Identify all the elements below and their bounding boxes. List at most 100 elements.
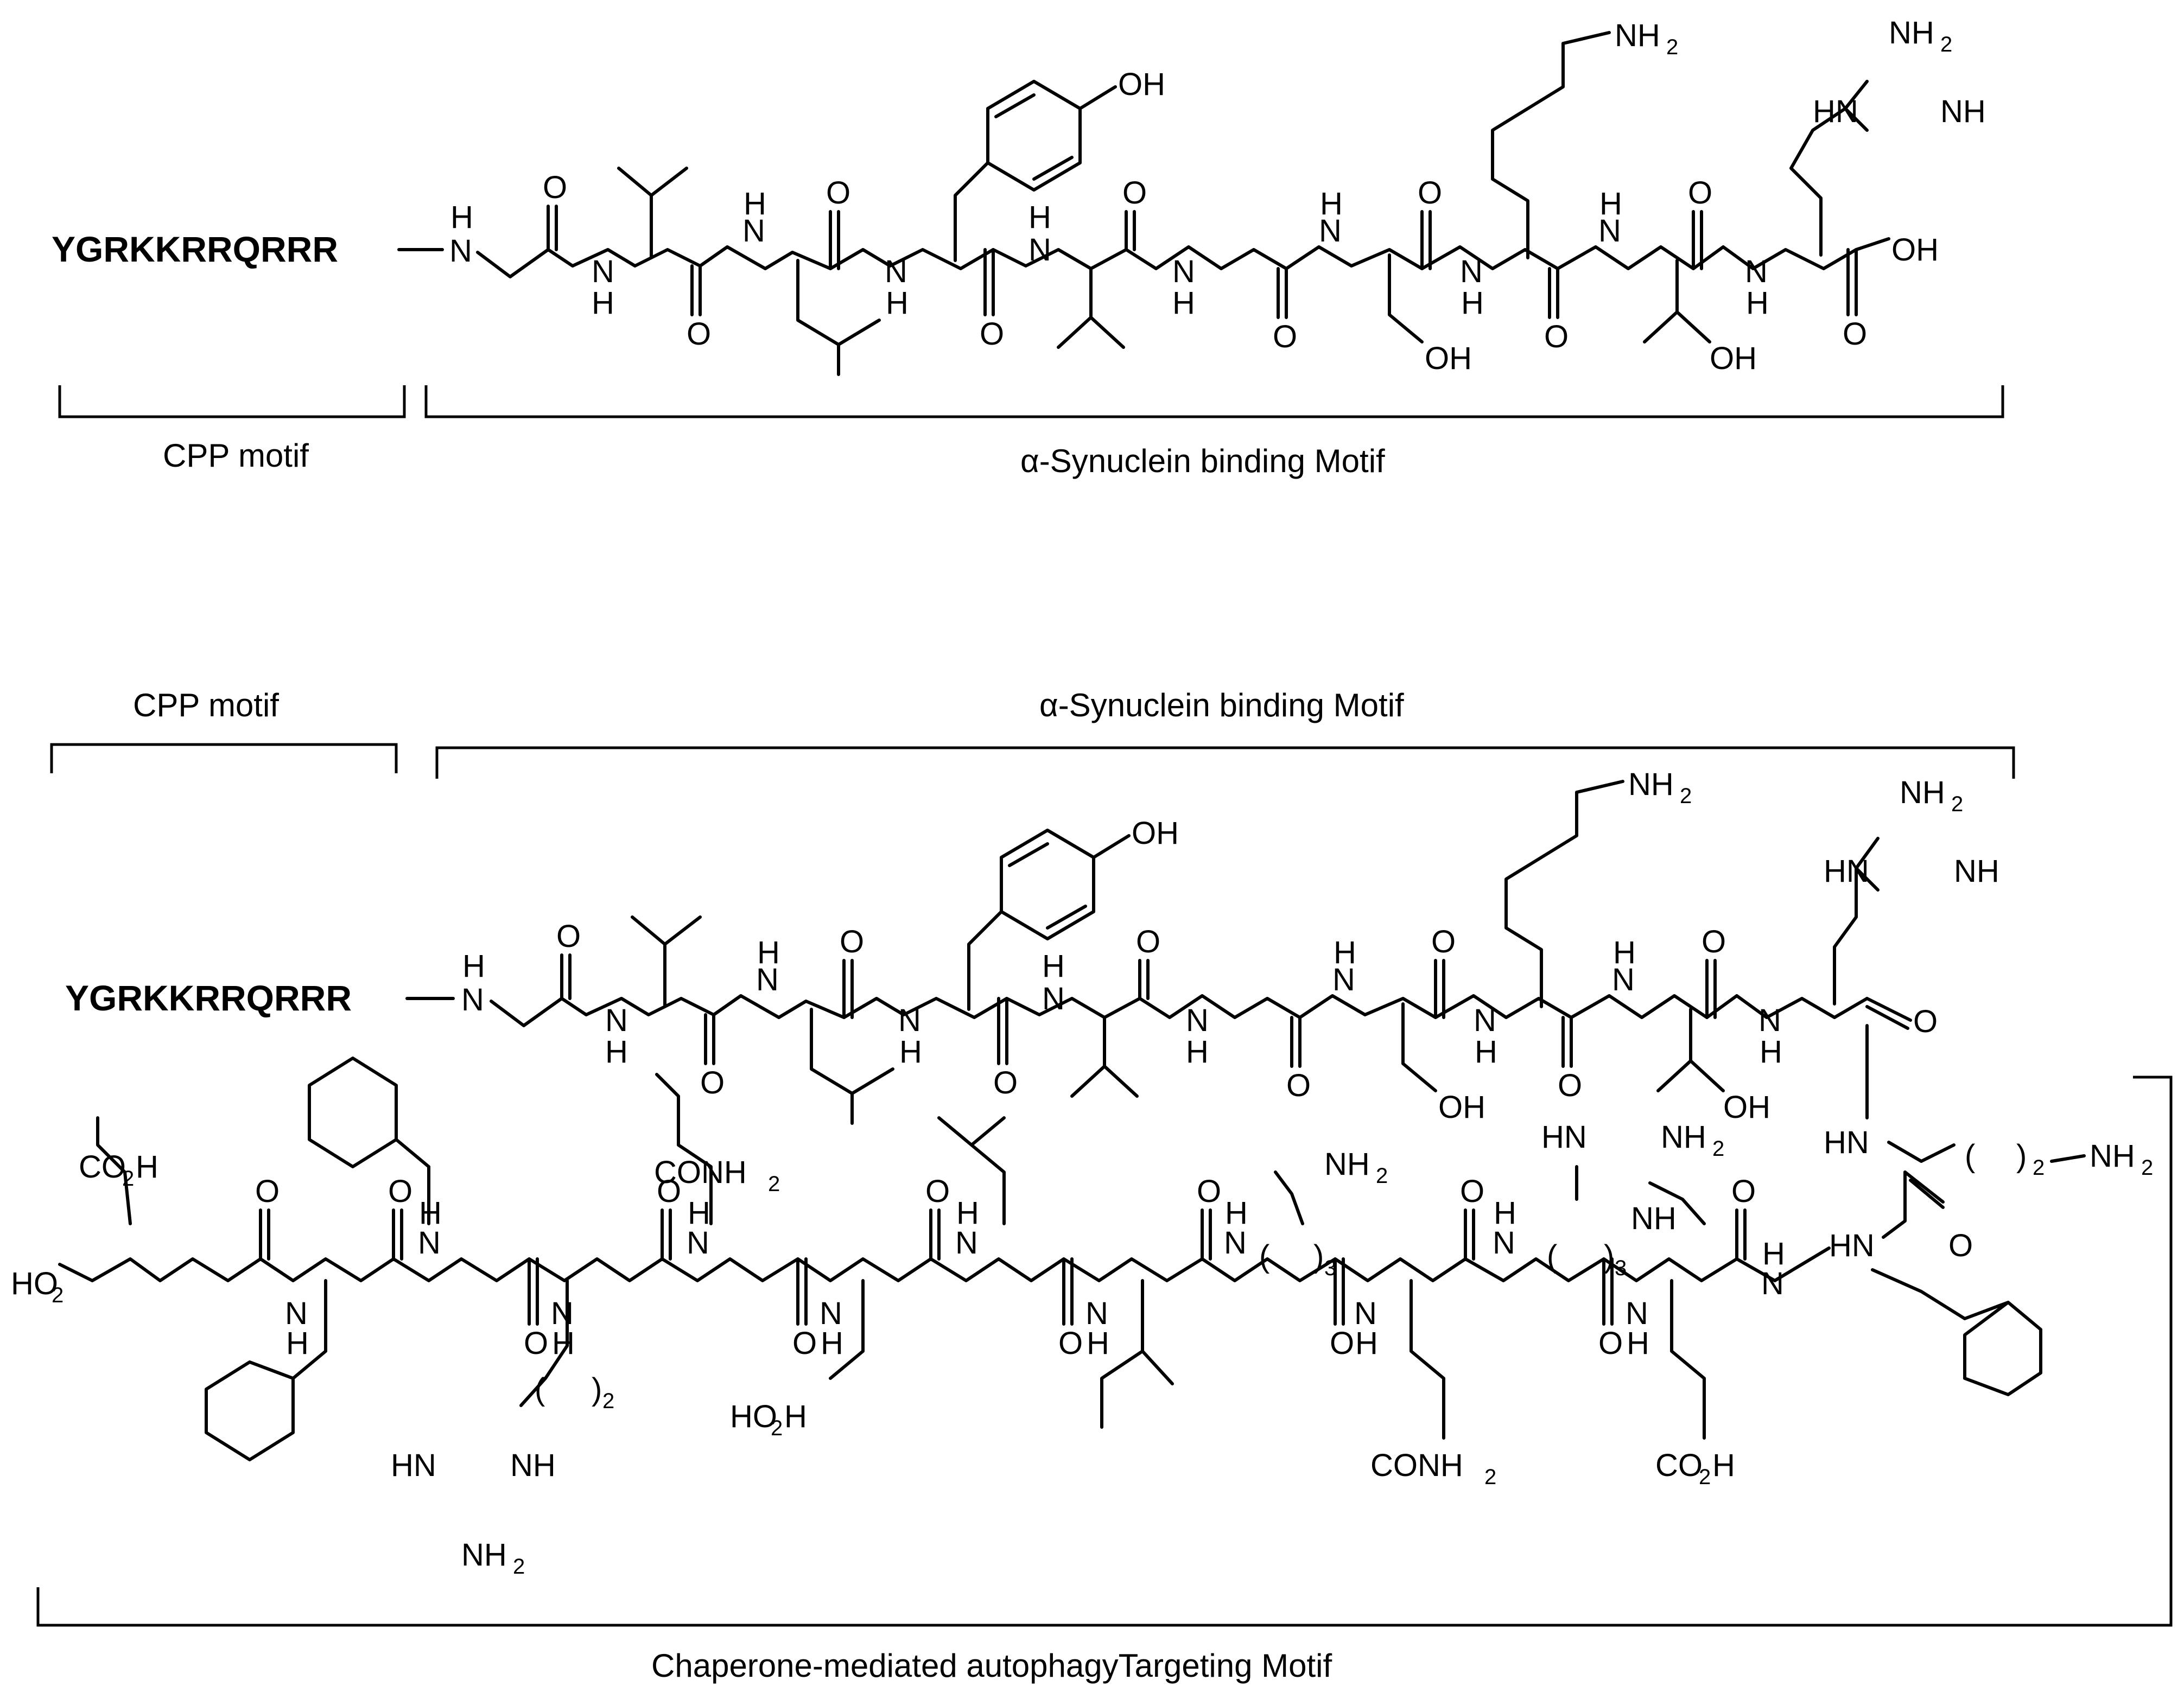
l-n-5: N — [1224, 1225, 1247, 1261]
b-h-8: H — [1613, 935, 1636, 970]
l-n-2: N — [1626, 1296, 1648, 1331]
l-h-3: H — [1494, 1195, 1516, 1231]
l-n-3: N — [1493, 1225, 1515, 1261]
top-tyr-oh: OH — [1118, 67, 1165, 102]
top-n-6: N — [1319, 213, 1342, 249]
bottom-peptide: YGRKKRRQRRR N H O O O O O O O O O O N H … — [11, 767, 2153, 1579]
top-n-5: N — [1172, 254, 1195, 289]
l-lys-nh2-sub: 2 — [1376, 1164, 1388, 1188]
top-o-4: O — [980, 316, 1004, 352]
b-arg-nh: NH — [1954, 854, 1999, 889]
top-backbone — [476, 245, 1858, 278]
top-ser-oh: OH — [1425, 341, 1472, 376]
b-lys2-paren-close: ) — [2016, 1138, 2027, 1174]
l-o-6: O — [1058, 1326, 1083, 1361]
b-phe2-hn: HN — [1829, 1228, 1875, 1263]
top-lys-nh2-sub: 2 — [1666, 35, 1678, 59]
l-gln2-conh2: CONH — [654, 1155, 747, 1190]
bottom-cpp-caption: CPP motif — [133, 687, 279, 723]
l-asp-ho2c: HO — [730, 1399, 777, 1434]
l-o-9: O — [657, 1174, 681, 1209]
bottom-nh-h: H — [462, 949, 485, 984]
bottom-lower-oxygens: O O O O O O O O O O O O — [255, 1174, 1756, 1361]
b-o-8: O — [1558, 1068, 1582, 1103]
l-h-12: H — [286, 1326, 309, 1361]
top-h-4: H — [1028, 200, 1051, 235]
top-lys-nh2: NH — [1615, 18, 1660, 53]
bottom-backbone-lower — [91, 1246, 1831, 1282]
top-o-7: O — [1418, 175, 1442, 211]
top-h-5: H — [1172, 285, 1195, 321]
b-lys2-sub: 2 — [2033, 1156, 2045, 1180]
l-arg2-nh: NH — [510, 1448, 556, 1483]
l-arg-nh: NH — [1631, 1201, 1677, 1236]
l-n-12: N — [285, 1296, 308, 1331]
l-glu2-co2h-h: H — [136, 1149, 158, 1185]
l-lys-paren-open: ( — [1259, 1239, 1269, 1274]
b-arg-nh2: NH — [1900, 775, 1945, 810]
top-terminal-oh: OH — [1891, 232, 1939, 268]
b-n-7: N — [1474, 1003, 1496, 1038]
top-nh-h: H — [450, 200, 473, 235]
top-amide-nitrogens: N H N H N H N H N H N H N H N H N H — [592, 186, 1769, 321]
bottom-backbone-upper — [490, 994, 1869, 1027]
b-n-9: N — [1758, 1003, 1781, 1038]
l-lys-paren-close: ) — [1313, 1239, 1324, 1274]
b-n-2: N — [756, 962, 779, 997]
l-o-2: O — [1598, 1326, 1623, 1361]
top-nh-n: N — [449, 233, 472, 269]
l-o-1: O — [1731, 1174, 1756, 1209]
bottom-cma-bracket — [36, 1076, 2173, 1627]
l-h-1: H — [1762, 1236, 1785, 1271]
top-o-6: O — [1273, 319, 1297, 354]
top-arg-nh: NH — [1940, 94, 1986, 129]
top-o-9: O — [1688, 175, 1712, 211]
l-o-10: O — [524, 1326, 548, 1361]
top-n-9: N — [1745, 254, 1768, 289]
l-arg2-paren-open: ( — [535, 1372, 545, 1407]
b-o-4: O — [993, 1065, 1018, 1100]
l-o-7: O — [925, 1174, 950, 1209]
top-syn-bracket — [424, 385, 2004, 418]
b-h-3: H — [899, 1034, 922, 1070]
b-lys2-paren-open: ( — [1965, 1138, 1975, 1174]
l-n-8: N — [820, 1296, 842, 1331]
b-n-5: N — [1186, 1003, 1209, 1038]
top-h-1: H — [592, 285, 614, 321]
l-arg2-hn: HN — [391, 1448, 436, 1483]
l-h-6: H — [1087, 1326, 1109, 1361]
l-o-3: O — [1460, 1174, 1484, 1209]
top-arg-nh2: NH — [1889, 15, 1934, 50]
b-n-6: N — [1332, 962, 1355, 997]
top-peptide: YGRKKRRQRRR N H O O O O O O O O O O N H … — [52, 15, 1986, 376]
bottom-upper-carbonyls — [560, 953, 1912, 1068]
top-syn-caption: α-Synuclein binding Motif — [1020, 443, 1385, 479]
top-n-3: N — [885, 254, 907, 289]
b-h-5: H — [1186, 1034, 1209, 1070]
bottom-lower-nitrogens: N H N H N H N H N H N H N H N H N H N H … — [285, 1195, 1785, 1361]
b-n-3: N — [898, 1003, 921, 1038]
l-glu2-co2h-sub: 2 — [122, 1167, 134, 1191]
b-ser-oh: OH — [1438, 1090, 1485, 1125]
l-h-2: H — [1627, 1326, 1649, 1361]
top-h-9: H — [1746, 285, 1769, 321]
l-h-9: H — [688, 1195, 710, 1231]
b-o-1: O — [556, 919, 581, 954]
top-o-1: O — [543, 170, 567, 205]
top-n-7: N — [1460, 254, 1483, 289]
bottom-sequence-label: YGRKKRRQRRR — [65, 978, 352, 1018]
l-o-4: O — [1330, 1326, 1354, 1361]
top-sequence-label: YGRKKRRQRRR — [52, 229, 338, 269]
top-h-3: H — [886, 285, 909, 321]
l-lys-nh2: NH — [1324, 1147, 1370, 1182]
bottom-upper-oxygens: O O O O O O O O O O — [556, 919, 1938, 1103]
l-h-5: H — [1225, 1195, 1248, 1231]
top-n-4: N — [1028, 232, 1051, 268]
bottom-nh-n: N — [461, 982, 484, 1017]
bottom-upper-nitrogens: N H N H N H N H N H N H N H N H N H — [605, 935, 1782, 1070]
b-h-6: H — [1334, 935, 1356, 970]
bottom-upper-sidechains — [631, 780, 1880, 1125]
l-arg2-sub: 2 — [602, 1389, 614, 1413]
l-asp-ho2c-c: H — [784, 1399, 807, 1434]
b-n-1: N — [605, 1003, 628, 1038]
